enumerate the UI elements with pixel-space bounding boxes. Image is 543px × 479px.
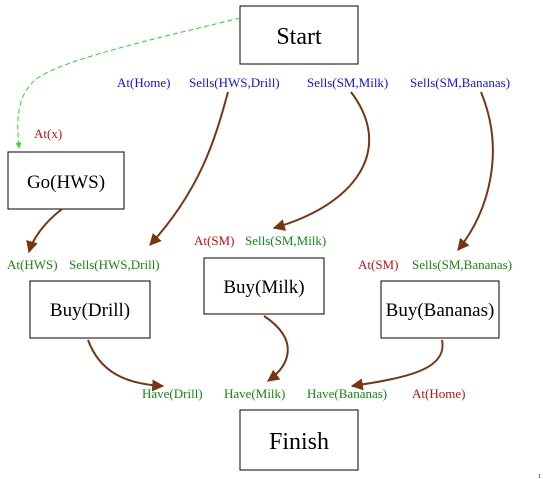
causal-link-sells-sm-bananas <box>457 91 494 251</box>
precondition-have-milk: Have(Milk) <box>224 386 285 401</box>
buy-drill-box <box>29 280 151 339</box>
buy-drill-label: Buy(Drill) <box>50 300 130 321</box>
causal-link-have-drill <box>87 339 165 392</box>
buy-bananas-box <box>380 280 500 339</box>
buy-drill-node: Buy(Drill) <box>29 280 151 339</box>
precondition-at-sm-milk: At(SM) <box>194 233 234 248</box>
start-effects: At(Home) Sells(HWS,Drill) Sells(SM,Milk)… <box>117 75 510 90</box>
precondition-sells-hws-drill: Sells(HWS,Drill) <box>69 257 160 272</box>
page-number: 1 <box>538 474 541 479</box>
effect-at-home: At(Home) <box>117 75 170 90</box>
effect-sells-sm-bananas: Sells(SM,Bananas) <box>410 75 510 90</box>
finish-box <box>239 409 359 471</box>
effect-sells-sm-milk: Sells(SM,Milk) <box>307 75 388 90</box>
precondition-have-bananas: Have(Bananas) <box>307 386 387 401</box>
precondition-sells-sm-milk: Sells(SM,Milk) <box>245 233 326 248</box>
start-label: Start <box>276 24 322 50</box>
causal-link-at-hws <box>26 208 63 254</box>
start-box <box>239 5 359 65</box>
go-hws-node: Go(HWS) <box>7 151 125 210</box>
buy-milk-label: Buy(Milk) <box>223 277 304 298</box>
finish-preconditions: Have(Drill) Have(Milk) Have(Bananas) At(… <box>142 386 465 401</box>
buy-bananas-node: Buy(Bananas) <box>380 280 500 339</box>
finish-label: Finish <box>269 429 329 455</box>
precondition-at-home: At(Home) <box>412 386 465 401</box>
precondition-have-drill: Have(Drill) <box>142 386 203 401</box>
start-node: Start <box>239 5 359 65</box>
precondition-at-hws: At(HWS) <box>7 257 58 272</box>
buy-milk-box <box>203 257 325 315</box>
buy-milk-preconditions: At(SM) Sells(SM,Milk) <box>194 233 326 248</box>
causal-link-have-milk <box>263 315 289 382</box>
ordering-link-start-to-go-hws <box>15 17 241 149</box>
causal-link-sells-hws-drill <box>149 91 229 246</box>
buy-milk-node: Buy(Milk) <box>203 257 325 315</box>
precondition-at-sm-bananas: At(SM) <box>358 257 398 272</box>
causal-link-sells-sm-milk <box>272 91 370 231</box>
precondition-sells-sm-bananas: Sells(SM,Bananas) <box>412 257 512 272</box>
finish-node: Finish <box>239 409 359 471</box>
precondition-at-x: At(x) <box>34 126 62 141</box>
buy-drill-preconditions: At(HWS) Sells(HWS,Drill) <box>7 257 160 272</box>
causal-link-have-bananas <box>350 339 444 391</box>
go-hws-label: Go(HWS) <box>27 172 105 193</box>
buy-bananas-label: Buy(Bananas) <box>386 300 495 321</box>
go-hws-box <box>7 151 125 210</box>
buy-bananas-preconditions: At(SM) Sells(SM,Bananas) <box>358 257 512 272</box>
effect-sells-hws-drill: Sells(HWS,Drill) <box>189 75 280 90</box>
